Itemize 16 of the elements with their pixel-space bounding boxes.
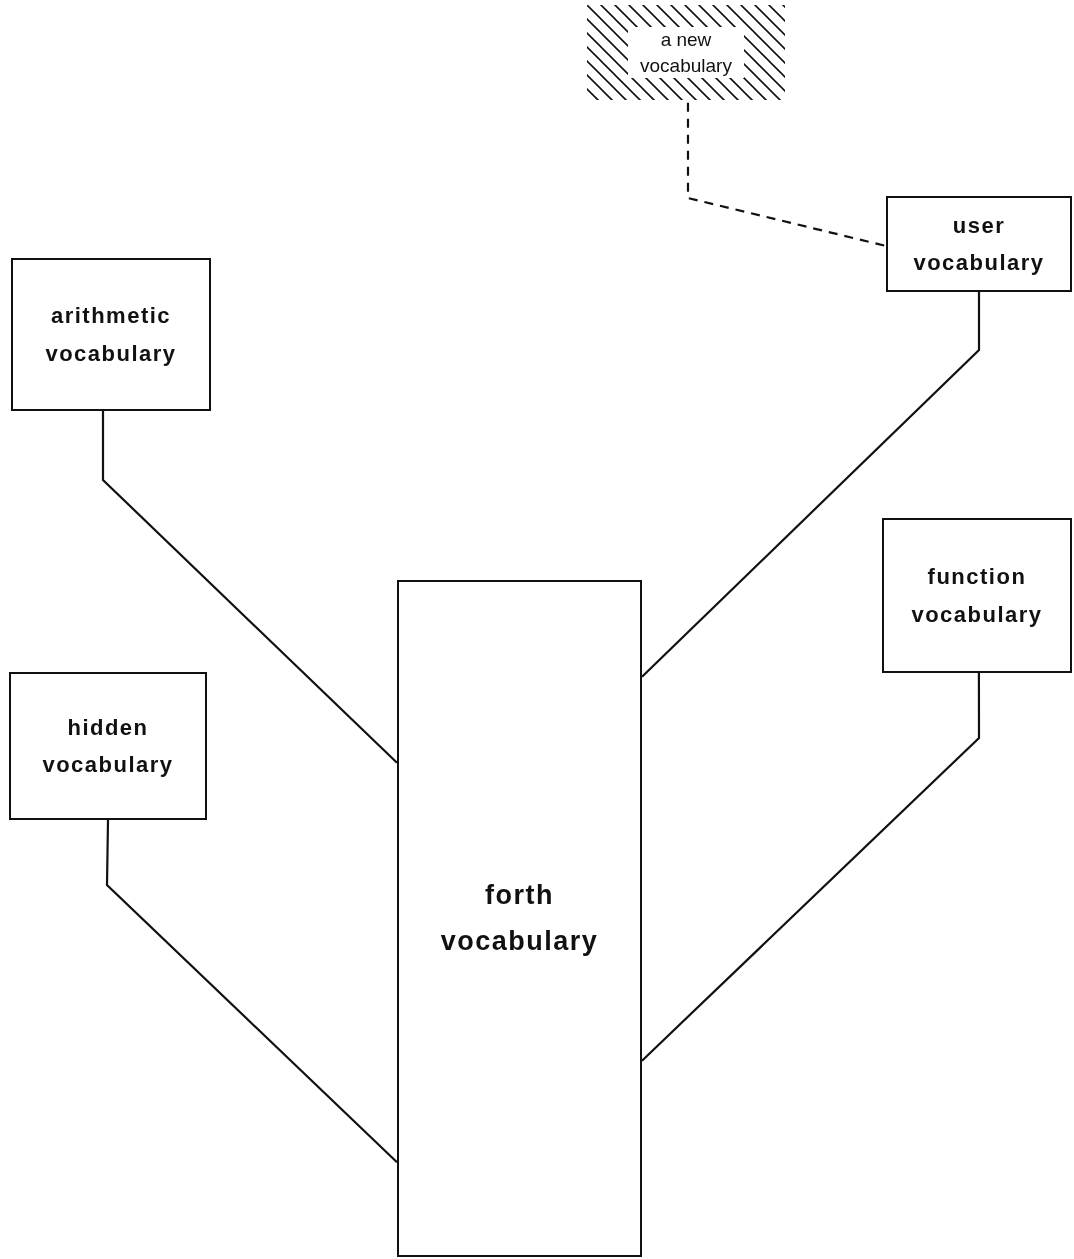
vocabulary-box [11,258,211,411]
node-label: function vocabulary [910,563,1044,629]
main-vocabulary-box [397,580,642,1257]
connector-line [101,411,398,764]
dashed-connector [686,102,887,247]
node-label: user vocabulary [912,211,1046,277]
vocabulary-box [9,672,207,820]
node-label: hidden vocabulary [41,713,175,779]
connector-line [105,820,398,1163]
vocabulary-box [882,518,1072,673]
connector-line [641,292,981,678]
node-label: a new vocabulary [628,26,744,79]
connector-line [641,673,981,1062]
node-label: arithmetic vocabulary [44,302,178,368]
vocabulary-box [886,196,1072,292]
node-label: forth vocabulary [439,878,600,958]
